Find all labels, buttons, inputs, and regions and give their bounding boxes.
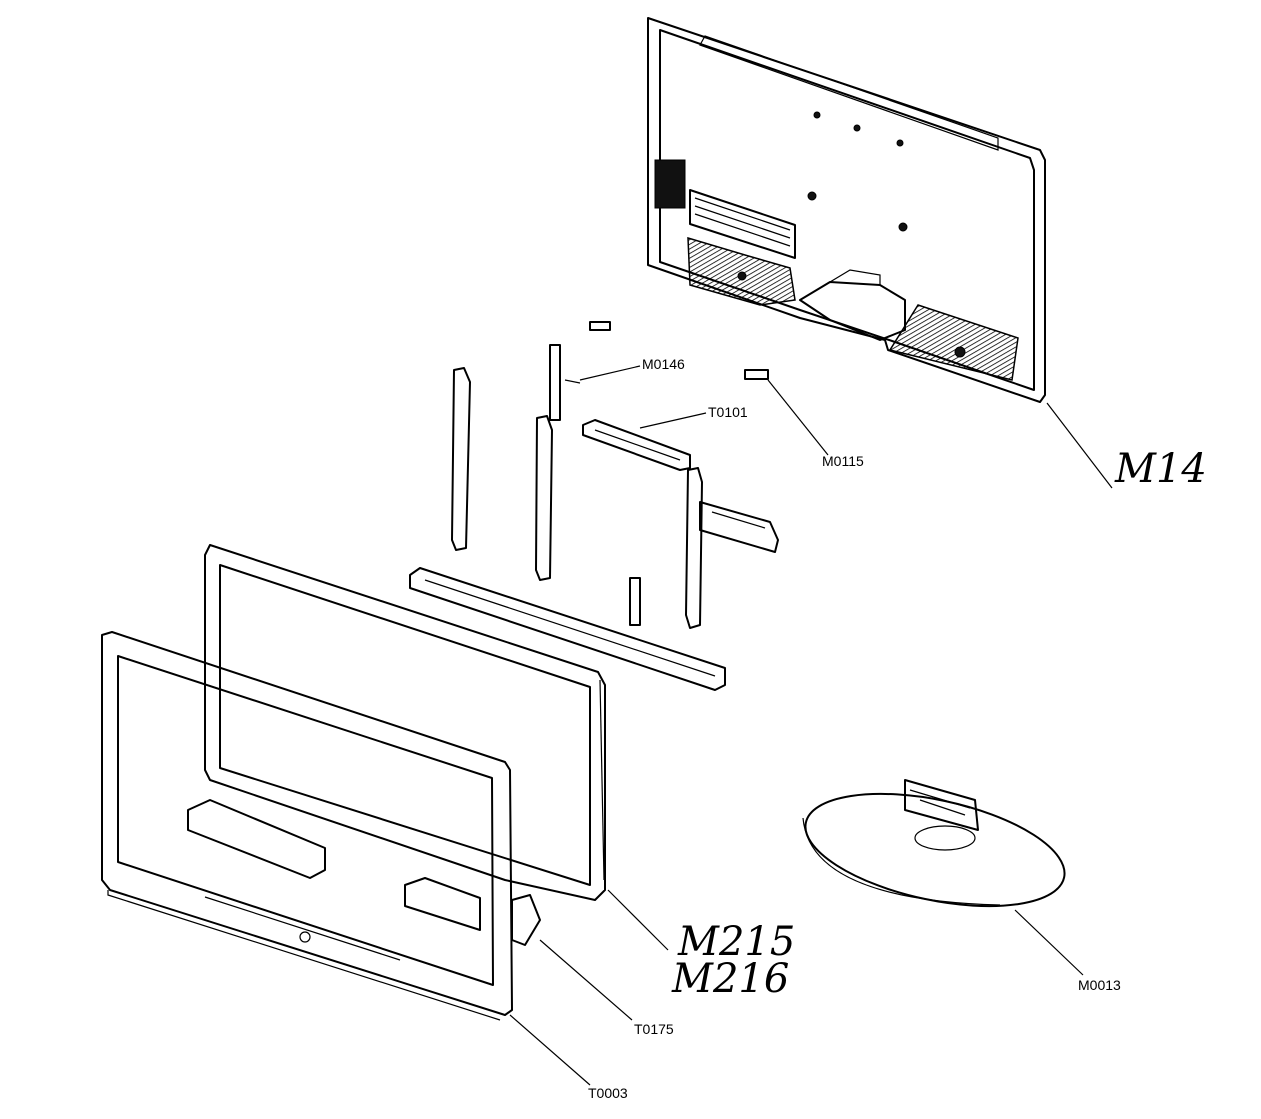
label-m216: M216	[671, 956, 789, 1002]
front-bezel	[101, 631, 513, 1021]
io-panel	[689, 189, 796, 259]
stand-base	[802, 779, 1066, 908]
top-bracket	[582, 419, 691, 471]
panel-frame	[204, 544, 606, 901]
label-m0146: M0146	[642, 356, 685, 372]
label-m0115: M0115	[822, 453, 864, 469]
horizontal-bar	[409, 567, 726, 691]
label-t0003: T0003	[588, 1085, 628, 1101]
small-brackets	[549, 321, 769, 421]
leader-lines	[509, 365, 1113, 1086]
label-m14: M14	[1114, 446, 1207, 492]
vertical-rails	[451, 367, 703, 629]
label-t0101: T0101	[708, 404, 748, 420]
label-m215: M215	[677, 919, 795, 965]
label-t0175: T0175	[634, 1021, 674, 1037]
inner-brackets	[187, 799, 541, 946]
side-bracket	[699, 501, 779, 553]
label-m0013: M0013	[1078, 977, 1121, 993]
rear-cover	[647, 17, 1046, 403]
